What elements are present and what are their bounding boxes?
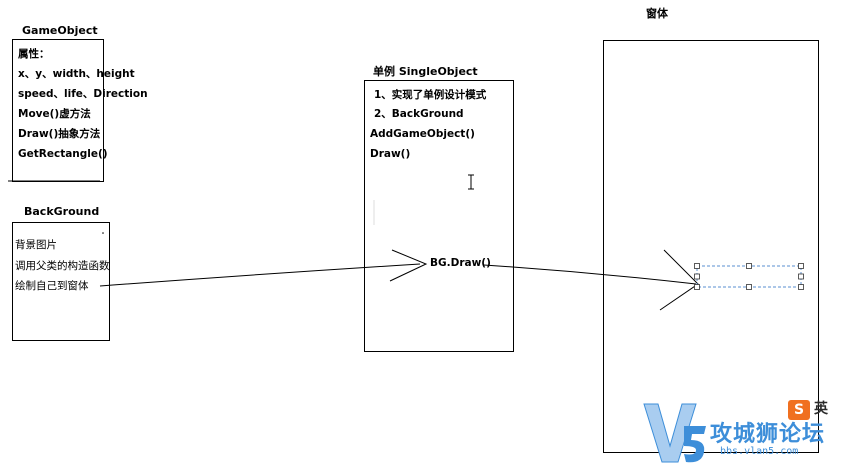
selection-rect[interactable] <box>696 265 802 288</box>
watermark-url: bbs.vlan5.com <box>720 446 799 457</box>
singleton-title: 单例 SingleObject <box>373 65 478 78</box>
singleton-line-1: 2、BackGround <box>374 108 464 120</box>
gameobject-line-1: x、y、width、height <box>18 68 135 80</box>
dot-mark <box>102 232 104 234</box>
background-line-2: 绘制自己到窗体 <box>15 280 89 292</box>
window-title: 窗体 <box>646 7 668 20</box>
v5-logo-icon <box>643 403 706 463</box>
watermark-badge: S <box>788 400 810 420</box>
background-box <box>12 222 110 341</box>
window-box <box>603 40 819 453</box>
singleton-box <box>364 80 514 352</box>
window-arrowhead <box>659 249 699 311</box>
gameobject-line-2: speed、life、Direction <box>18 88 148 100</box>
gameobject-line-5: GetRectangle() <box>18 148 108 160</box>
singleton-to-window-line <box>483 264 697 285</box>
watermark-badge-suffix: 英 <box>814 401 828 417</box>
background-to-singleton-line <box>99 263 421 287</box>
watermark-logo: 攻城狮论坛 bbs.vlan5.com S 英 <box>640 396 840 466</box>
singleton-arrowhead <box>389 249 428 282</box>
singleton-call-label: BG.Draw() <box>430 257 491 269</box>
singleton-line-3: Draw() <box>370 148 411 160</box>
background-title: BackGround <box>24 205 100 218</box>
gameobject-title: GameObject <box>22 24 98 37</box>
gameobject-line-4: Draw()抽象方法 <box>18 128 101 140</box>
singleton-line-0: 1、实现了单例设计模式 <box>374 89 487 101</box>
background-line-1: 调用父类的构造函数 <box>15 260 110 272</box>
gameobject-line-3: Move()虚方法 <box>18 108 91 120</box>
selection-handles[interactable] <box>694 263 804 290</box>
gameobject-line-0: 属性： <box>18 48 50 60</box>
text-cursor-icon <box>468 174 474 190</box>
watermark-main: 攻城狮论坛 <box>710 422 826 447</box>
background-line-0: 背景图片 <box>15 239 57 251</box>
gameobject-box <box>12 39 104 182</box>
singleton-line-2: AddGameObject() <box>370 128 475 140</box>
